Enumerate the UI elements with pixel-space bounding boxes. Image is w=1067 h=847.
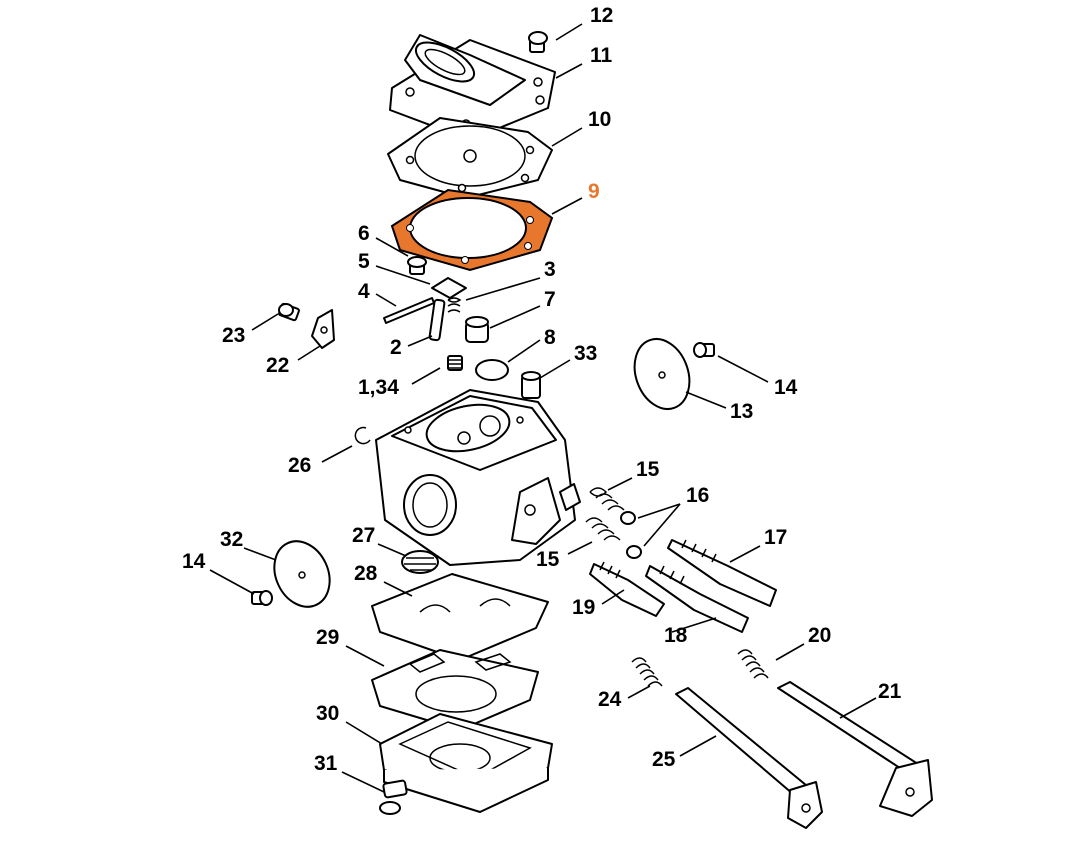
- callout-10: 10: [588, 108, 611, 131]
- part-10-diaphragm: [387, 117, 553, 199]
- part-8-cap: [475, 359, 509, 381]
- callout-labels: 12 11 10 9 6 5 3 4 7 23 2 8 33 22 1,34 1…: [182, 4, 902, 775]
- part-22-bracket: [311, 309, 335, 349]
- callout-31: 31: [314, 752, 338, 775]
- part-29-gasket: [371, 649, 539, 731]
- callout-21: 21: [878, 680, 902, 703]
- callout-13: 13: [730, 400, 753, 423]
- callout-25: 25: [652, 748, 676, 771]
- part-3-spring: [447, 297, 462, 313]
- part-32-cover-plate: [273, 540, 331, 608]
- part-26-clip: [354, 426, 371, 445]
- callout-3: 3: [544, 258, 556, 281]
- callout-32: 32: [220, 528, 243, 551]
- part-7-plug: [465, 316, 489, 343]
- callout-28: 28: [354, 562, 378, 585]
- part-15-spring-lower: [585, 517, 621, 541]
- callout-16: 16: [686, 484, 709, 507]
- callout-22: 22: [266, 354, 289, 377]
- callout-19: 19: [572, 596, 595, 619]
- part-23-screw: [278, 302, 300, 322]
- leader-lines: [209, 23, 877, 793]
- part-9-gasket: [390, 188, 554, 272]
- callout-14-right: 14: [774, 376, 798, 399]
- part-28-diaphragm: [371, 573, 549, 661]
- callout-12: 12: [590, 4, 613, 27]
- part-30-pump-cover: [379, 713, 553, 813]
- callout-4: 4: [358, 280, 370, 303]
- callout-5: 5: [358, 250, 370, 273]
- part-12-screw: [528, 31, 548, 53]
- callout-24: 24: [598, 688, 622, 711]
- carburetor-body: [375, 389, 581, 566]
- part-14-screw-right: [693, 342, 715, 358]
- callout-9: 9: [588, 180, 600, 203]
- part-17-adjusting-screw: [667, 539, 777, 607]
- callout-15-lower: 15: [536, 548, 560, 571]
- part-11-intake-cover: [389, 34, 556, 141]
- part-33-plug: [521, 371, 541, 399]
- part-19-adjusting-screw: [589, 561, 665, 617]
- part-20-spring: [737, 649, 769, 679]
- callout-2: 2: [390, 336, 402, 359]
- part-13-cover-plate: [633, 338, 691, 410]
- callout-27: 27: [352, 524, 375, 547]
- part-15-spring-upper: [589, 487, 625, 511]
- callout-18: 18: [664, 624, 688, 647]
- part-14-screw-left: [251, 590, 273, 606]
- part-5-lever: [431, 277, 467, 299]
- part-21-shaft: [777, 681, 933, 817]
- callout-33: 33: [574, 342, 597, 365]
- callout-23: 23: [222, 324, 245, 347]
- part-1-34-valve-seat: [447, 355, 463, 371]
- callout-6: 6: [358, 222, 370, 245]
- callout-20: 20: [808, 624, 831, 647]
- part-24-spring: [631, 657, 663, 687]
- part-31-screw: [379, 779, 408, 815]
- callout-17: 17: [764, 526, 787, 549]
- callout-15-upper: 15: [636, 458, 660, 481]
- callout-11: 11: [590, 44, 613, 67]
- part-27-filter-screen: [401, 550, 439, 574]
- part-4-pin: [383, 297, 435, 324]
- part-25-shaft: [675, 687, 823, 829]
- part-6-screw: [407, 256, 427, 275]
- callout-7: 7: [544, 288, 556, 311]
- part-18-adjusting-screw: [645, 565, 749, 633]
- part-2-inlet-needle: [428, 298, 446, 342]
- callout-1-34: 1,34: [358, 376, 399, 399]
- callout-30: 30: [316, 702, 339, 725]
- callout-8: 8: [544, 326, 556, 349]
- part-16-o-rings: [620, 511, 642, 559]
- callout-26: 26: [288, 454, 311, 477]
- callout-29: 29: [316, 626, 339, 649]
- callout-14-left: 14: [182, 550, 206, 573]
